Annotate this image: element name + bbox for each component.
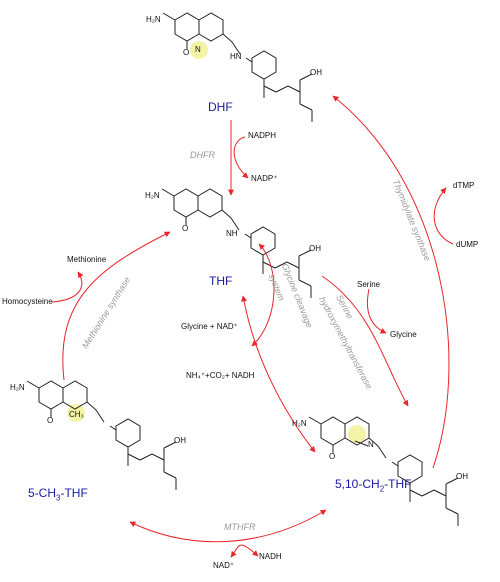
- methylene-thf-h2n-label: H₂N: [292, 419, 307, 428]
- nh4-co2-nadh-label: NH₄⁺+CO₂+ NADH: [186, 371, 255, 380]
- methylene-thf-structure: [308, 416, 459, 527]
- methyl-thf-h2n-label: H₂N: [10, 383, 25, 392]
- methyl-thf-o-label: O: [47, 416, 54, 425]
- nadph-label: NADPH: [248, 131, 277, 140]
- dtmp-label: dTMP: [453, 181, 475, 190]
- nadh-label: NADH: [259, 552, 282, 561]
- thf-o-label: O: [182, 224, 189, 233]
- dump-label: dUMP: [456, 240, 479, 249]
- mthfr-arrow: [129, 509, 327, 543]
- methyl-thf-structure: [26, 380, 177, 491]
- glycine-cleavage-arrow: [241, 295, 316, 453]
- nadph-to-nadp-arrow: [233, 136, 249, 179]
- methyl-thf-base: 5-CH: [28, 486, 57, 500]
- glycine-nad-label: Glycine + NAD⁺: [181, 322, 238, 331]
- glycine-nad-to-products-arrow: [251, 243, 275, 347]
- serine-to-glycine-arrow: [366, 288, 387, 334]
- methyl-thf-subscript: 3: [56, 493, 61, 503]
- thf-h2n-label: H₂N: [145, 191, 160, 200]
- dhf-oh-label: OH: [310, 68, 322, 77]
- methyl-thf-ch3-label: CH₃: [69, 410, 84, 419]
- homocysteine-to-methionine-arrow: [51, 271, 84, 303]
- methyl-thf-tail: -THF: [60, 486, 88, 500]
- methionine-label: Methionine: [67, 255, 107, 264]
- methyl-thf-oh-label: OH: [174, 436, 186, 445]
- shmt-arrow: [321, 275, 409, 407]
- dhfr-label: DHFR: [190, 150, 215, 160]
- mthfr-label: MTHFR: [224, 522, 256, 532]
- methylene-thf-base: 5,10-CH: [335, 477, 380, 491]
- glycine-label: Glycine: [390, 330, 417, 339]
- methylene-thf-label: 5,10-CH2-THF: [335, 477, 411, 493]
- methylene-bridge-bond: [354, 440, 369, 447]
- dump-to-dtmp-arrow: [433, 187, 454, 245]
- methionine-synthase-arrow: [62, 231, 171, 381]
- dhf-o-label: O: [183, 48, 190, 57]
- methyl-thf-label: 5-CH3-THF: [28, 486, 88, 502]
- methylene-highlight: [348, 425, 366, 443]
- serine-label: Serine: [357, 280, 381, 289]
- nad-plus-label: NAD⁺: [213, 561, 235, 570]
- homocysteine-label: Homocysteine: [2, 297, 53, 306]
- dhf-h2n-label: H₂N: [146, 15, 161, 24]
- thf-label: THF: [209, 274, 233, 288]
- n5-highlight: [190, 41, 208, 59]
- methylene-thf-n-label: N: [368, 440, 374, 449]
- dhf-hn-label: HN: [230, 52, 242, 61]
- thymidylate-synthase-arrow: [332, 95, 450, 469]
- methylene-thf-subscript: 2: [379, 484, 385, 494]
- methyl-highlight: [67, 404, 85, 422]
- thf-nh-label: NH: [226, 229, 238, 238]
- nad-to-nadh-arrow: [230, 544, 259, 558]
- methylene-thf-tail: -THF: [384, 477, 412, 491]
- dhf-label: DHF: [208, 100, 233, 114]
- dhf-structure: [162, 12, 313, 123]
- thf-oh-label: OH: [309, 244, 321, 253]
- methylene-thf-oh-label: OH: [456, 472, 468, 481]
- methylene-thf-o-label: O: [329, 452, 336, 461]
- dhf-n-label: N: [195, 45, 201, 54]
- nadp-plus-label: NADP⁺: [251, 174, 278, 183]
